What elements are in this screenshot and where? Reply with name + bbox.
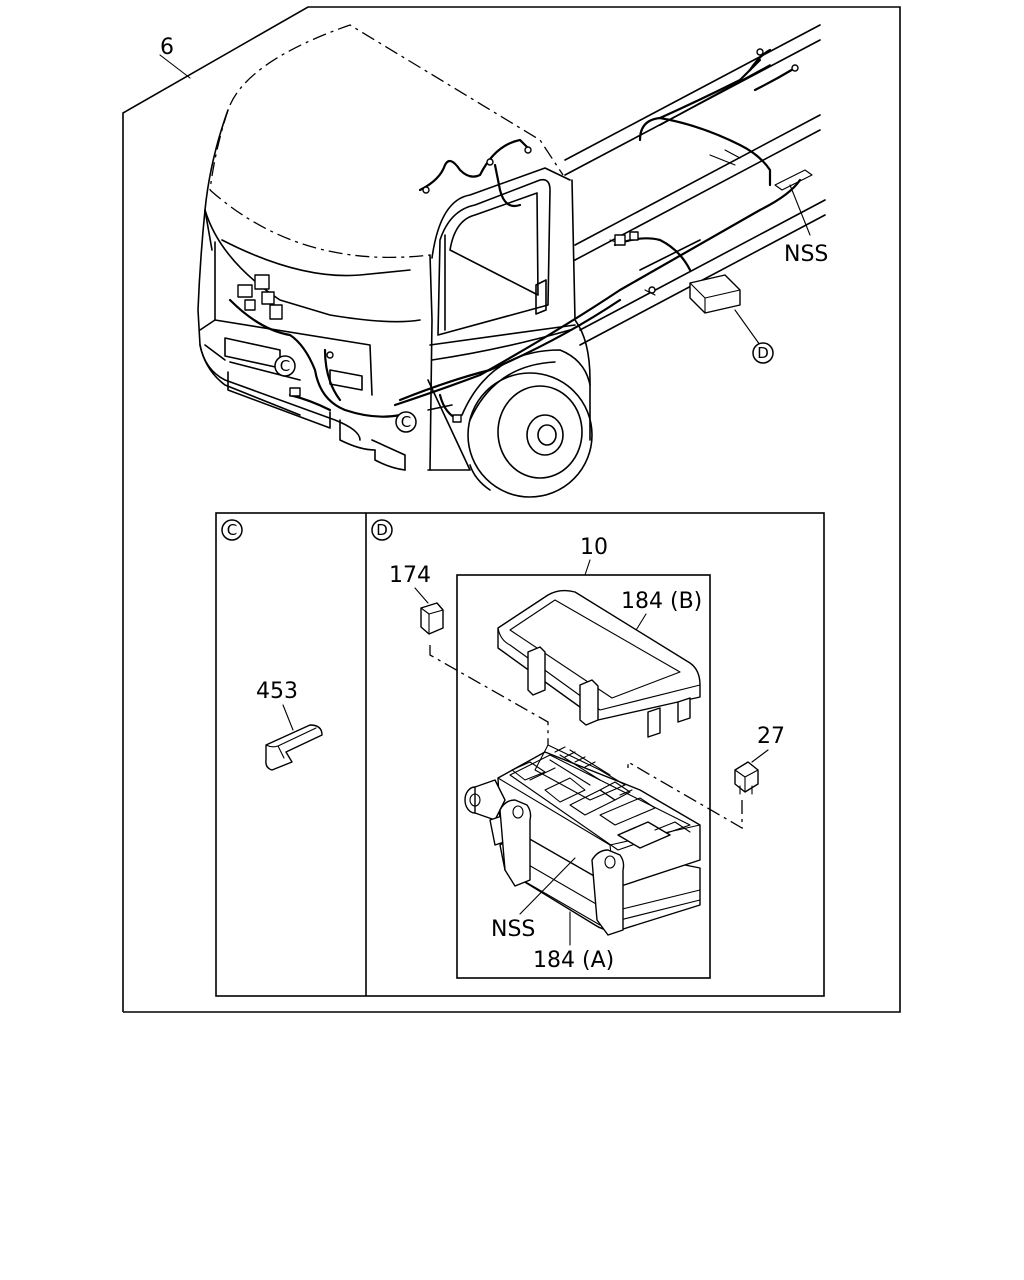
detail-c-marker: C bbox=[221, 519, 243, 541]
detail-d-marker: D bbox=[371, 519, 393, 541]
leader-10 bbox=[584, 559, 591, 576]
marker-c-1-label: C bbox=[280, 357, 290, 375]
fuse-27-path bbox=[627, 760, 743, 830]
callout-27: 27 bbox=[757, 724, 785, 749]
detail-panels bbox=[215, 512, 825, 997]
fuse-box-184a[interactable] bbox=[464, 744, 701, 936]
detail-c-marker-label: C bbox=[227, 521, 237, 539]
callout-nss-chassis: NSS bbox=[784, 242, 828, 267]
cover-184b[interactable] bbox=[497, 589, 701, 738]
truck-illustration bbox=[197, 24, 826, 498]
nss-chassis-leader bbox=[789, 184, 811, 236]
relay-174[interactable] bbox=[420, 602, 444, 635]
callout-nss-fusebox: NSS bbox=[491, 917, 535, 942]
leader-453 bbox=[282, 704, 294, 731]
detail-d: D 10 174 184 (B) 27 bbox=[371, 519, 785, 979]
callout-184a: 184 (A) bbox=[533, 948, 614, 973]
leader-174 bbox=[414, 587, 429, 604]
leader-27 bbox=[751, 749, 769, 763]
callout-6: 6 bbox=[160, 35, 174, 60]
detail-d-marker-label: D bbox=[376, 521, 388, 539]
callout-leader-6 bbox=[159, 54, 191, 79]
detail-d-leader bbox=[734, 309, 761, 346]
callout-184b: 184 (B) bbox=[621, 589, 702, 614]
fuse-27[interactable] bbox=[734, 761, 759, 795]
marker-c-1[interactable]: C bbox=[274, 355, 296, 377]
callout-453: 453 bbox=[256, 679, 298, 704]
leader-nss-fusebox bbox=[519, 857, 576, 915]
outer-frame bbox=[122, 6, 901, 1013]
detail-panel-frame bbox=[215, 512, 825, 997]
relay-174-path bbox=[429, 645, 549, 745]
callout-10: 10 bbox=[580, 535, 608, 560]
marker-d[interactable]: D bbox=[752, 342, 774, 364]
detail-c: C 453 bbox=[221, 519, 323, 771]
marker-c-2-label: C bbox=[401, 413, 411, 431]
marker-d-label: D bbox=[757, 344, 769, 362]
clip-453[interactable] bbox=[265, 724, 323, 771]
callout-174: 174 bbox=[389, 563, 431, 588]
fuse-box-frame bbox=[456, 574, 711, 979]
marker-c-2[interactable]: C bbox=[395, 411, 417, 433]
